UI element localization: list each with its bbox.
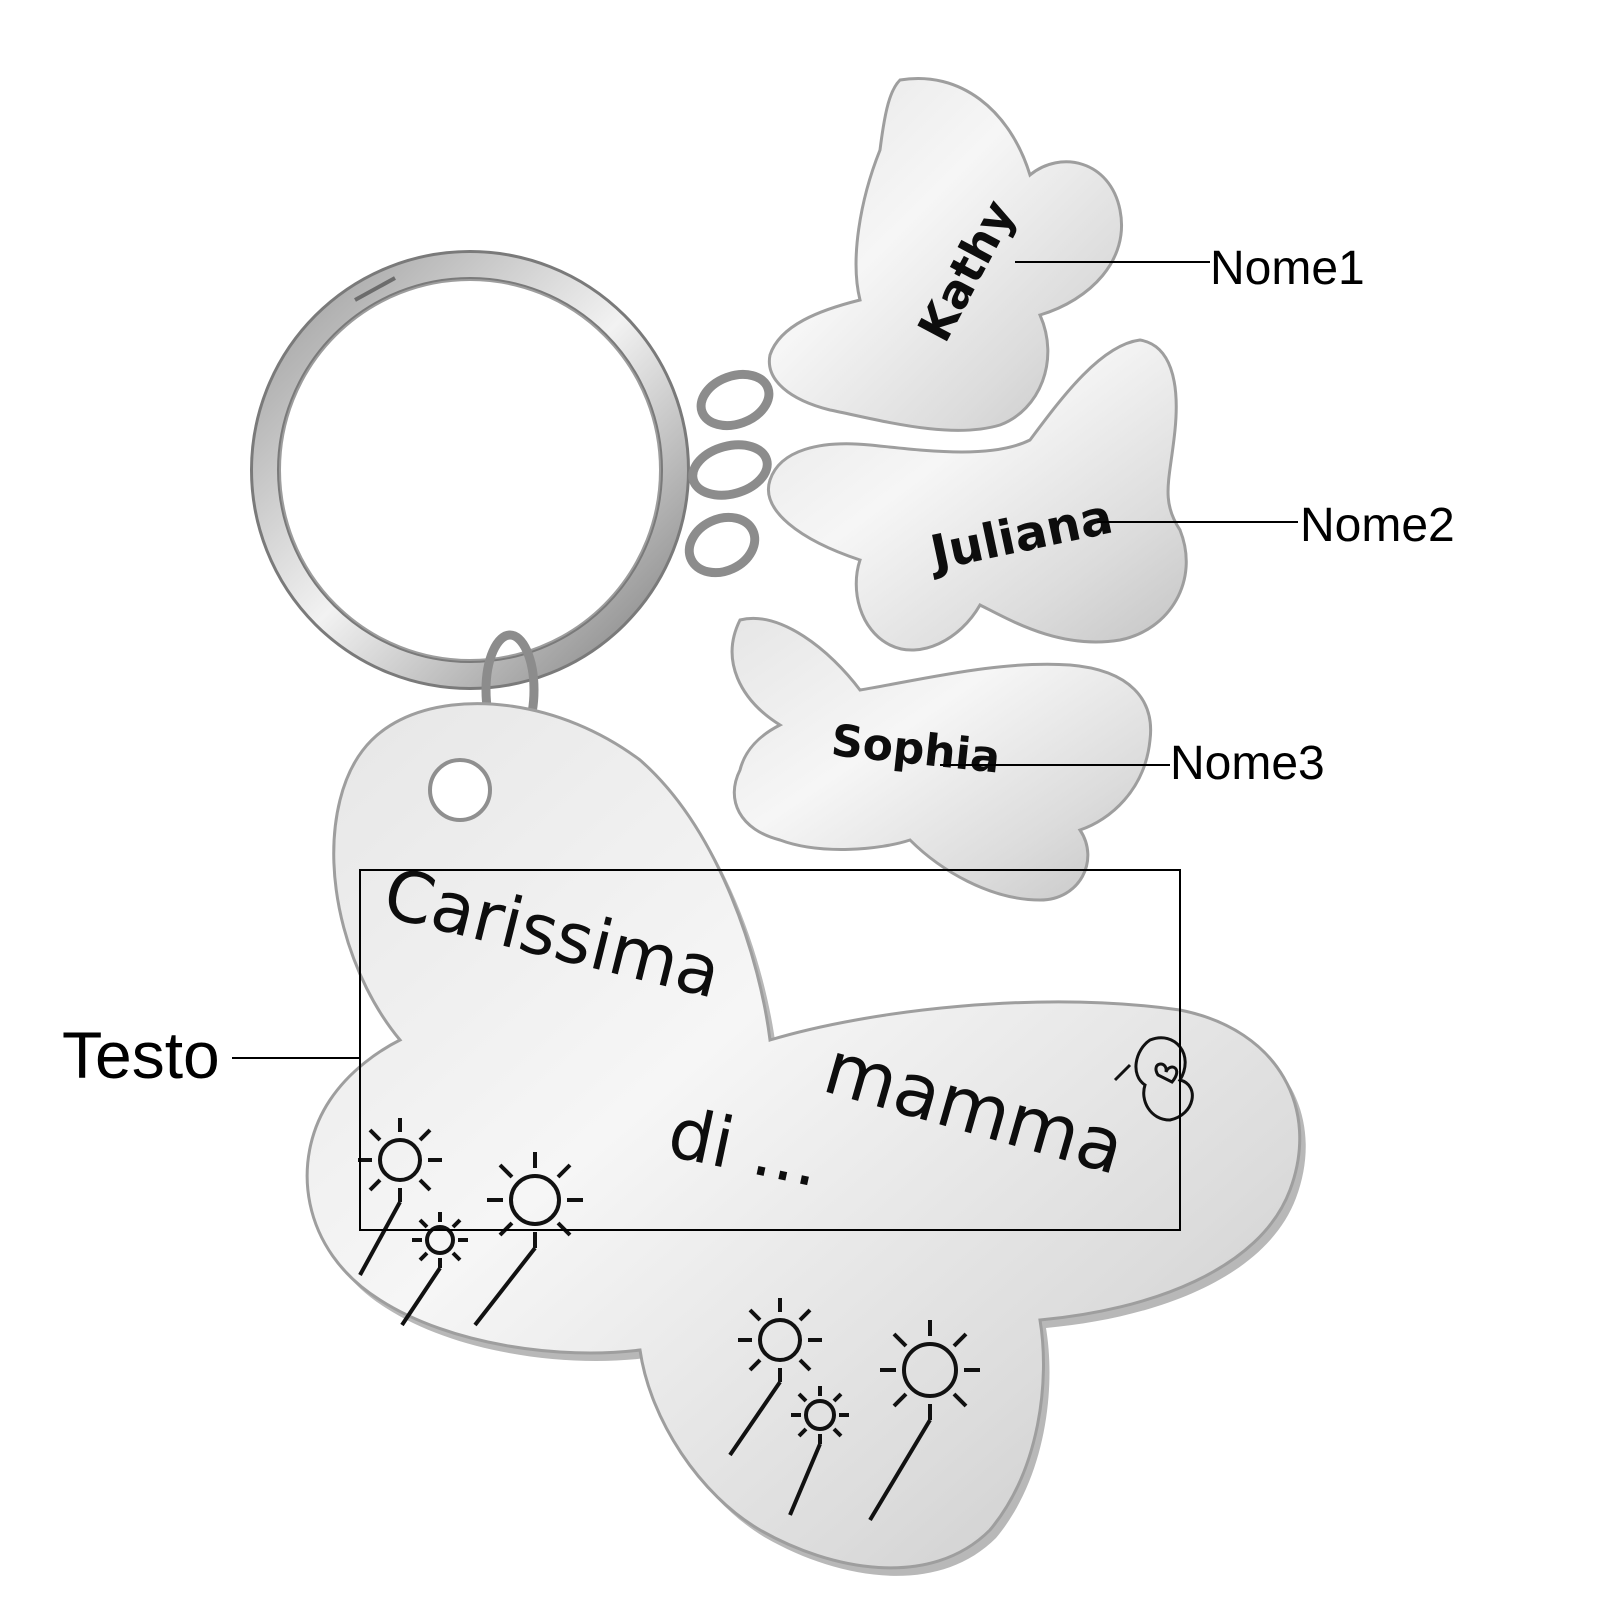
tag-juliana: Juliana bbox=[767, 338, 1188, 652]
jump-rings bbox=[481, 369, 774, 750]
sunflower-icon-group-right bbox=[728, 1298, 980, 1522]
main-butterfly-pendant bbox=[305, 702, 1306, 1576]
tag-sophia: Sophia bbox=[730, 617, 1153, 902]
callout-label-nome2: Nome2 bbox=[1300, 499, 1455, 552]
tag-kathy: Kathy bbox=[767, 77, 1123, 432]
callout-label-testo: Testo bbox=[62, 1018, 220, 1092]
key-ring bbox=[250, 250, 690, 690]
butterfly-heart-icon bbox=[1113, 1036, 1194, 1122]
callout-label-nome3: Nome3 bbox=[1170, 737, 1325, 790]
callout-label-nome1: Nome1 bbox=[1210, 242, 1365, 295]
sunflower-icon-group-left bbox=[358, 1118, 583, 1327]
callout-lines bbox=[232, 261, 1298, 1231]
